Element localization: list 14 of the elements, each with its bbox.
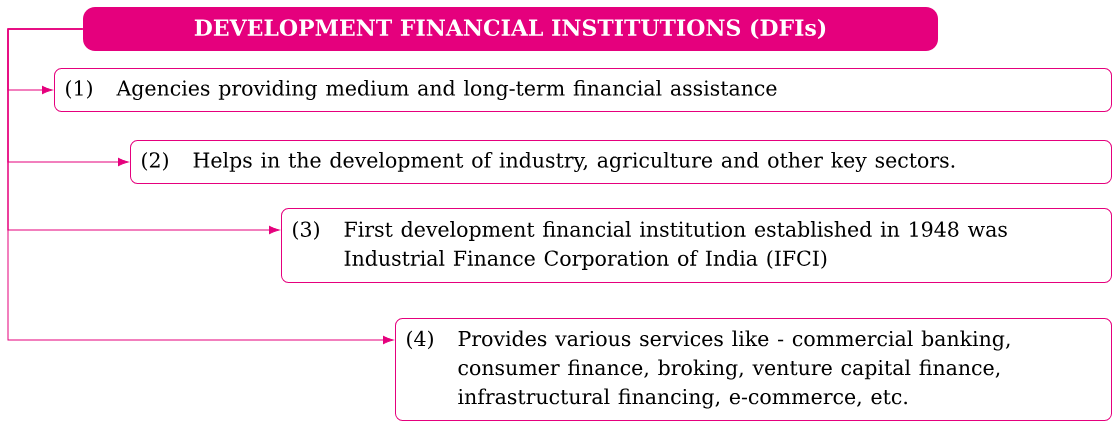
item-text: Provides various services like - commercial banking, consumer finance, broking, venture capital finance, infrastructural financing, e-commerce, etc. — [458, 330, 1010, 409]
item-number: (1) — [66, 79, 92, 99]
item-text: First development financial institution established in 1948 was Industrial Finance Corporation of India (IFCI) — [344, 221, 1007, 270]
info-box — [54, 68, 1112, 112]
item-number: (4) — [407, 330, 433, 350]
item-text: Agencies providing medium and long-term financial assistance — [116, 79, 777, 101]
info-box — [395, 318, 1112, 421]
info-box — [130, 140, 1112, 184]
item-number: (2) — [142, 151, 168, 171]
arrow — [7, 28, 394, 345]
item-number: (3) — [293, 221, 319, 240]
title-banner: DEVELOPMENT FINANCIAL INSTITUTIONS (DFIs) — [83, 7, 938, 51]
info-box — [281, 208, 1112, 283]
item-text: Helps in the development of industry, agriculture and other key sectors. — [193, 151, 955, 173]
